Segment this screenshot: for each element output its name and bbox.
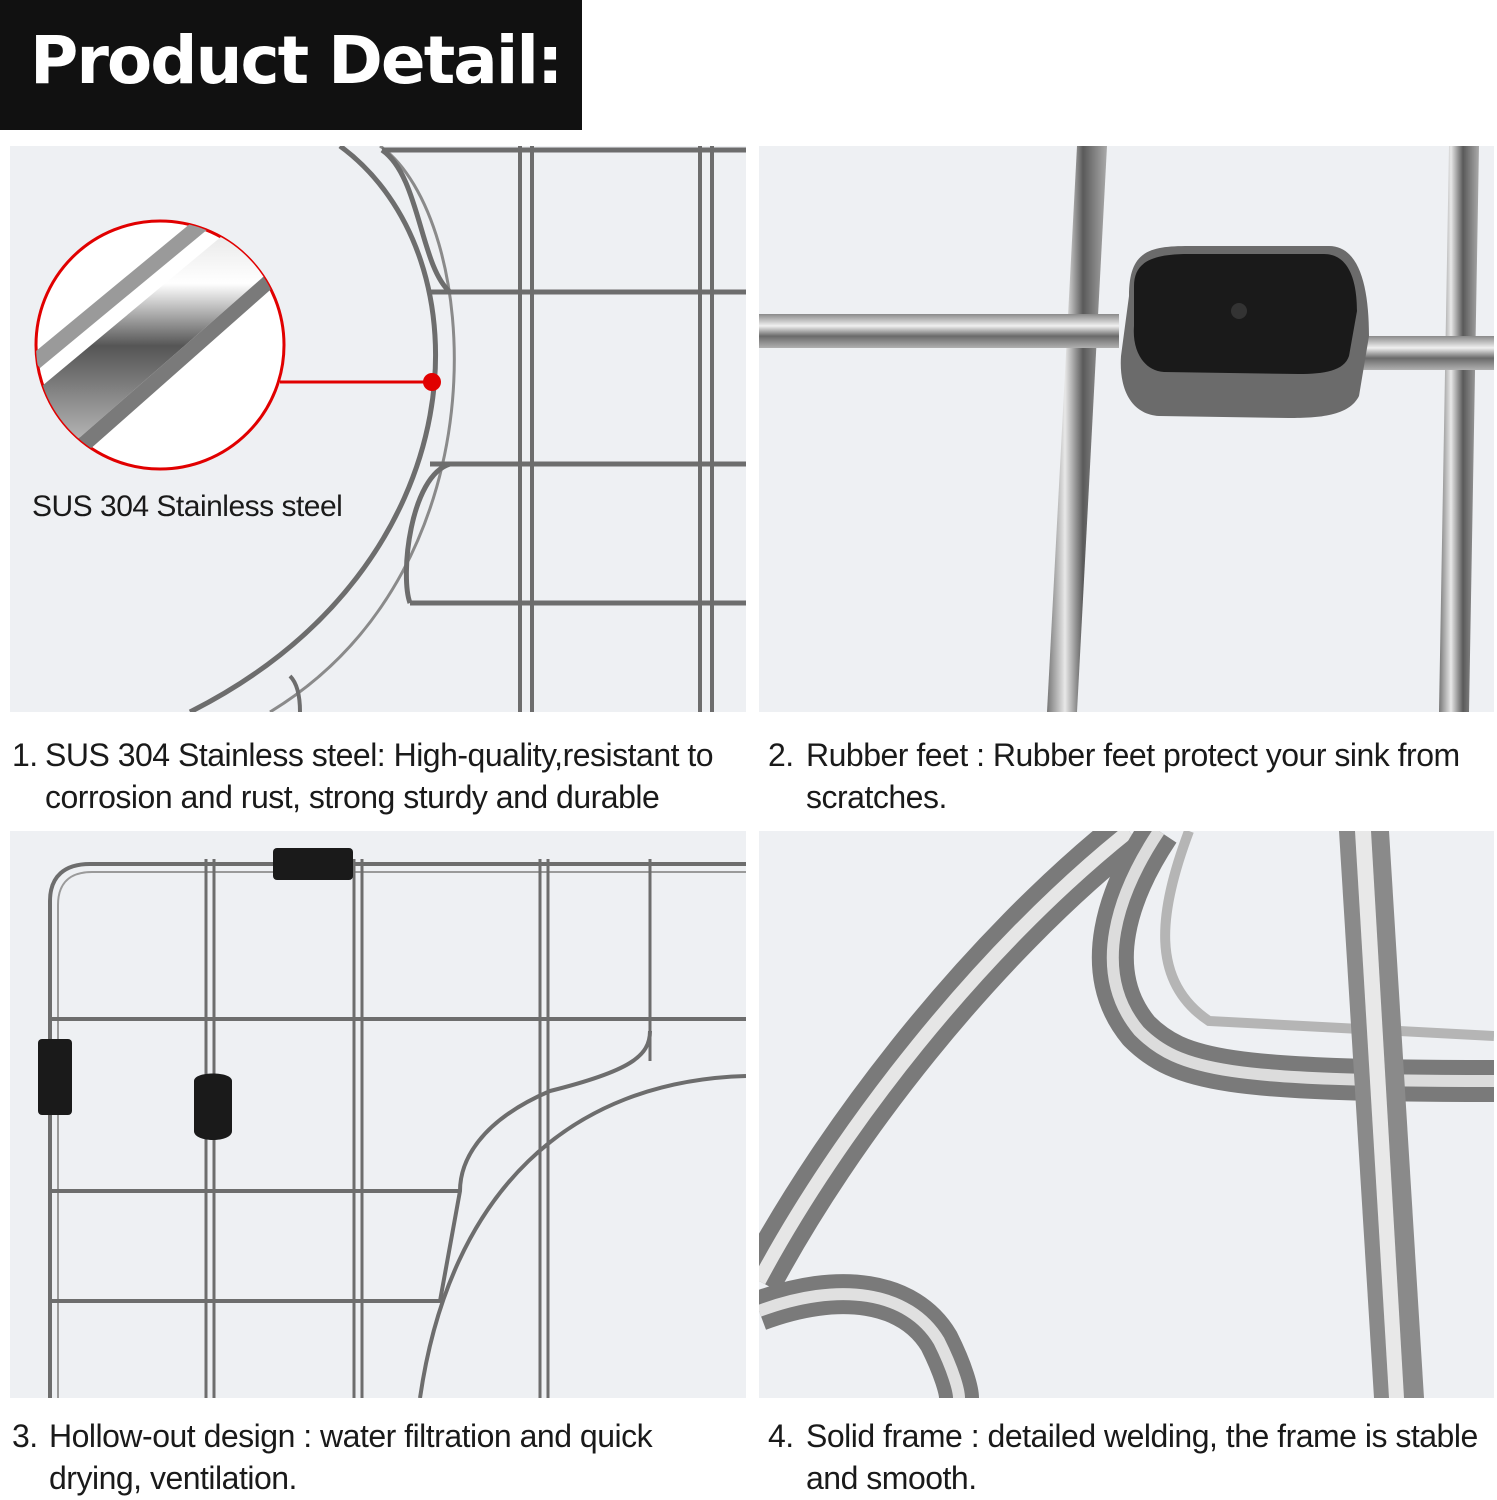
- panel-hollow-out: [10, 831, 746, 1398]
- feature-text: Rubber feet : Rubber feet protect your s…: [806, 737, 1460, 815]
- rubber-foot: [194, 1073, 232, 1140]
- feature-number: 4.: [768, 1418, 794, 1454]
- panel-stainless-steel: SUS 304 Stainless steel: [10, 146, 746, 712]
- callout-label: SUS 304 Stainless steel: [32, 490, 343, 523]
- feature-number: 2.: [768, 737, 794, 773]
- callout-dot: [423, 373, 441, 391]
- feature-text: Hollow-out design : water filtration and…: [49, 1418, 653, 1496]
- feature-caption-2: 2. Rubber feet : Rubber feet protect you…: [768, 734, 1483, 818]
- header-banner: Product Detail:: [0, 0, 582, 130]
- panel-rubber-feet: [759, 146, 1494, 712]
- feature-number: 1.: [12, 737, 38, 773]
- feature-text: SUS 304 Stainless steel: High-quality,re…: [45, 737, 714, 815]
- solid-frame-closeup-image: [759, 831, 1494, 1398]
- rubber-foot: [273, 848, 353, 880]
- hollow-out-grid-image: [38, 848, 746, 1398]
- feature-caption-3: 3. Hollow-out design : water filtration …: [12, 1415, 742, 1499]
- feature-caption-4: 4. Solid frame : detailed welding, the f…: [768, 1415, 1483, 1499]
- rubber-foot: [38, 1039, 72, 1115]
- page-title: Product Detail:: [30, 22, 563, 99]
- feature-number: 3.: [12, 1418, 38, 1454]
- panel-solid-frame: [759, 831, 1494, 1398]
- feature-caption-1: 1. SUS 304 Stainless steel: High-quality…: [12, 734, 742, 818]
- wire-rack-closeup-image: [34, 146, 746, 712]
- feature-text: Solid frame : detailed welding, the fram…: [806, 1418, 1478, 1496]
- rubber-foot-closeup-image: [759, 146, 1494, 712]
